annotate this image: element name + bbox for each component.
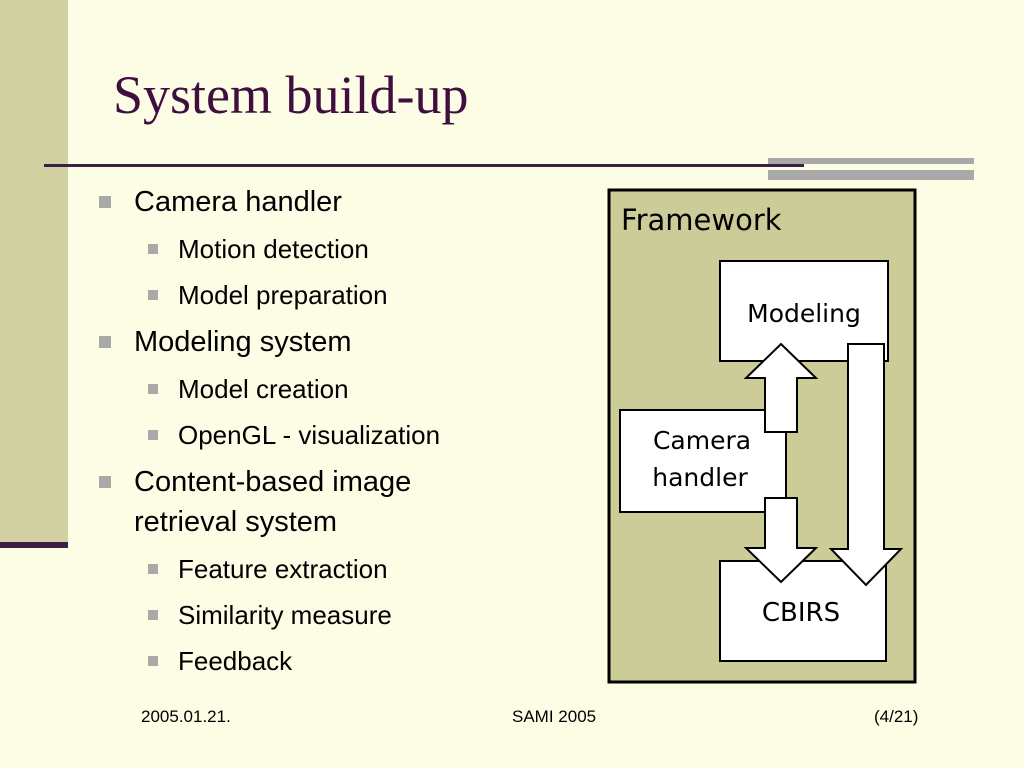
- square-bullet-icon: [99, 476, 111, 488]
- divider-accent-bar-top: [768, 158, 974, 164]
- bullet-text: Model preparation: [178, 280, 388, 310]
- cbirs-label: CBIRS: [762, 598, 840, 628]
- square-bullet-icon: [148, 564, 158, 574]
- square-bullet-icon: [148, 290, 158, 300]
- title-divider-rule: [44, 164, 804, 167]
- sub-bullet-model-preparation: Model preparation: [96, 276, 516, 314]
- bullet-text: Motion detection: [178, 234, 369, 264]
- square-bullet-icon: [99, 196, 111, 208]
- sub-bullet-motion-detection: Motion detection: [96, 230, 516, 268]
- bullet-text: OpenGL - visualization: [178, 420, 441, 450]
- footer-date: 2005.01.21.: [141, 707, 231, 726]
- left-decor-band: [0, 0, 68, 548]
- camera-to-cbirs-arrow: [743, 497, 819, 584]
- sub-bullet-model-creation: Model creation: [96, 370, 516, 408]
- square-bullet-icon: [148, 244, 158, 254]
- square-bullet-icon: [148, 656, 158, 666]
- square-bullet-icon: [99, 336, 111, 348]
- camera-handler-box: [619, 409, 787, 513]
- footer-page-number: (4/21): [874, 707, 919, 726]
- divider-accent-bar-bottom: [768, 170, 974, 180]
- camera-label-line1: Camera: [653, 426, 751, 455]
- bullet-text: Content-based image retrieval system: [134, 466, 412, 538]
- camera-to-modeling-arrow: [743, 342, 819, 433]
- camera-label-line2: handler: [652, 463, 748, 492]
- footer-title: SAMI 2005: [512, 707, 597, 726]
- square-bullet-icon: [148, 430, 158, 440]
- slide-title: System build-up: [113, 65, 469, 125]
- modeling-label: Modeling: [747, 299, 861, 328]
- left-accent-rule: [0, 542, 68, 548]
- bullet-text: Feedback: [178, 646, 293, 676]
- bullet-text: Feature extraction: [178, 554, 388, 584]
- framework-diagram: Framework Modeling Camera handler CBIRS: [607, 188, 917, 684]
- framework-label: Framework: [621, 203, 782, 237]
- bullet-camera-handler: Camera handler: [96, 182, 516, 222]
- modeling-to-cbirs-arrow: [828, 343, 904, 587]
- sub-bullet-opengl-visualization: OpenGL - visualization: [96, 416, 516, 454]
- bullet-text: Modeling system: [134, 326, 352, 358]
- square-bullet-icon: [148, 610, 158, 620]
- bullet-text: Model creation: [178, 374, 349, 404]
- sub-bullet-feature-extraction: Feature extraction: [96, 550, 516, 588]
- bullet-text: Camera handler: [134, 186, 342, 218]
- sub-bullet-feedback: Feedback: [96, 642, 516, 680]
- square-bullet-icon: [148, 384, 158, 394]
- bullet-list: Camera handler Motion detection Model pr…: [96, 182, 516, 680]
- sub-bullet-similarity-measure: Similarity measure: [96, 596, 516, 634]
- bullet-modeling-system: Modeling system: [96, 322, 516, 362]
- bullet-text: Similarity measure: [178, 600, 392, 630]
- bullet-content-based-image-retrieval: Content-based image retrieval system: [96, 462, 516, 542]
